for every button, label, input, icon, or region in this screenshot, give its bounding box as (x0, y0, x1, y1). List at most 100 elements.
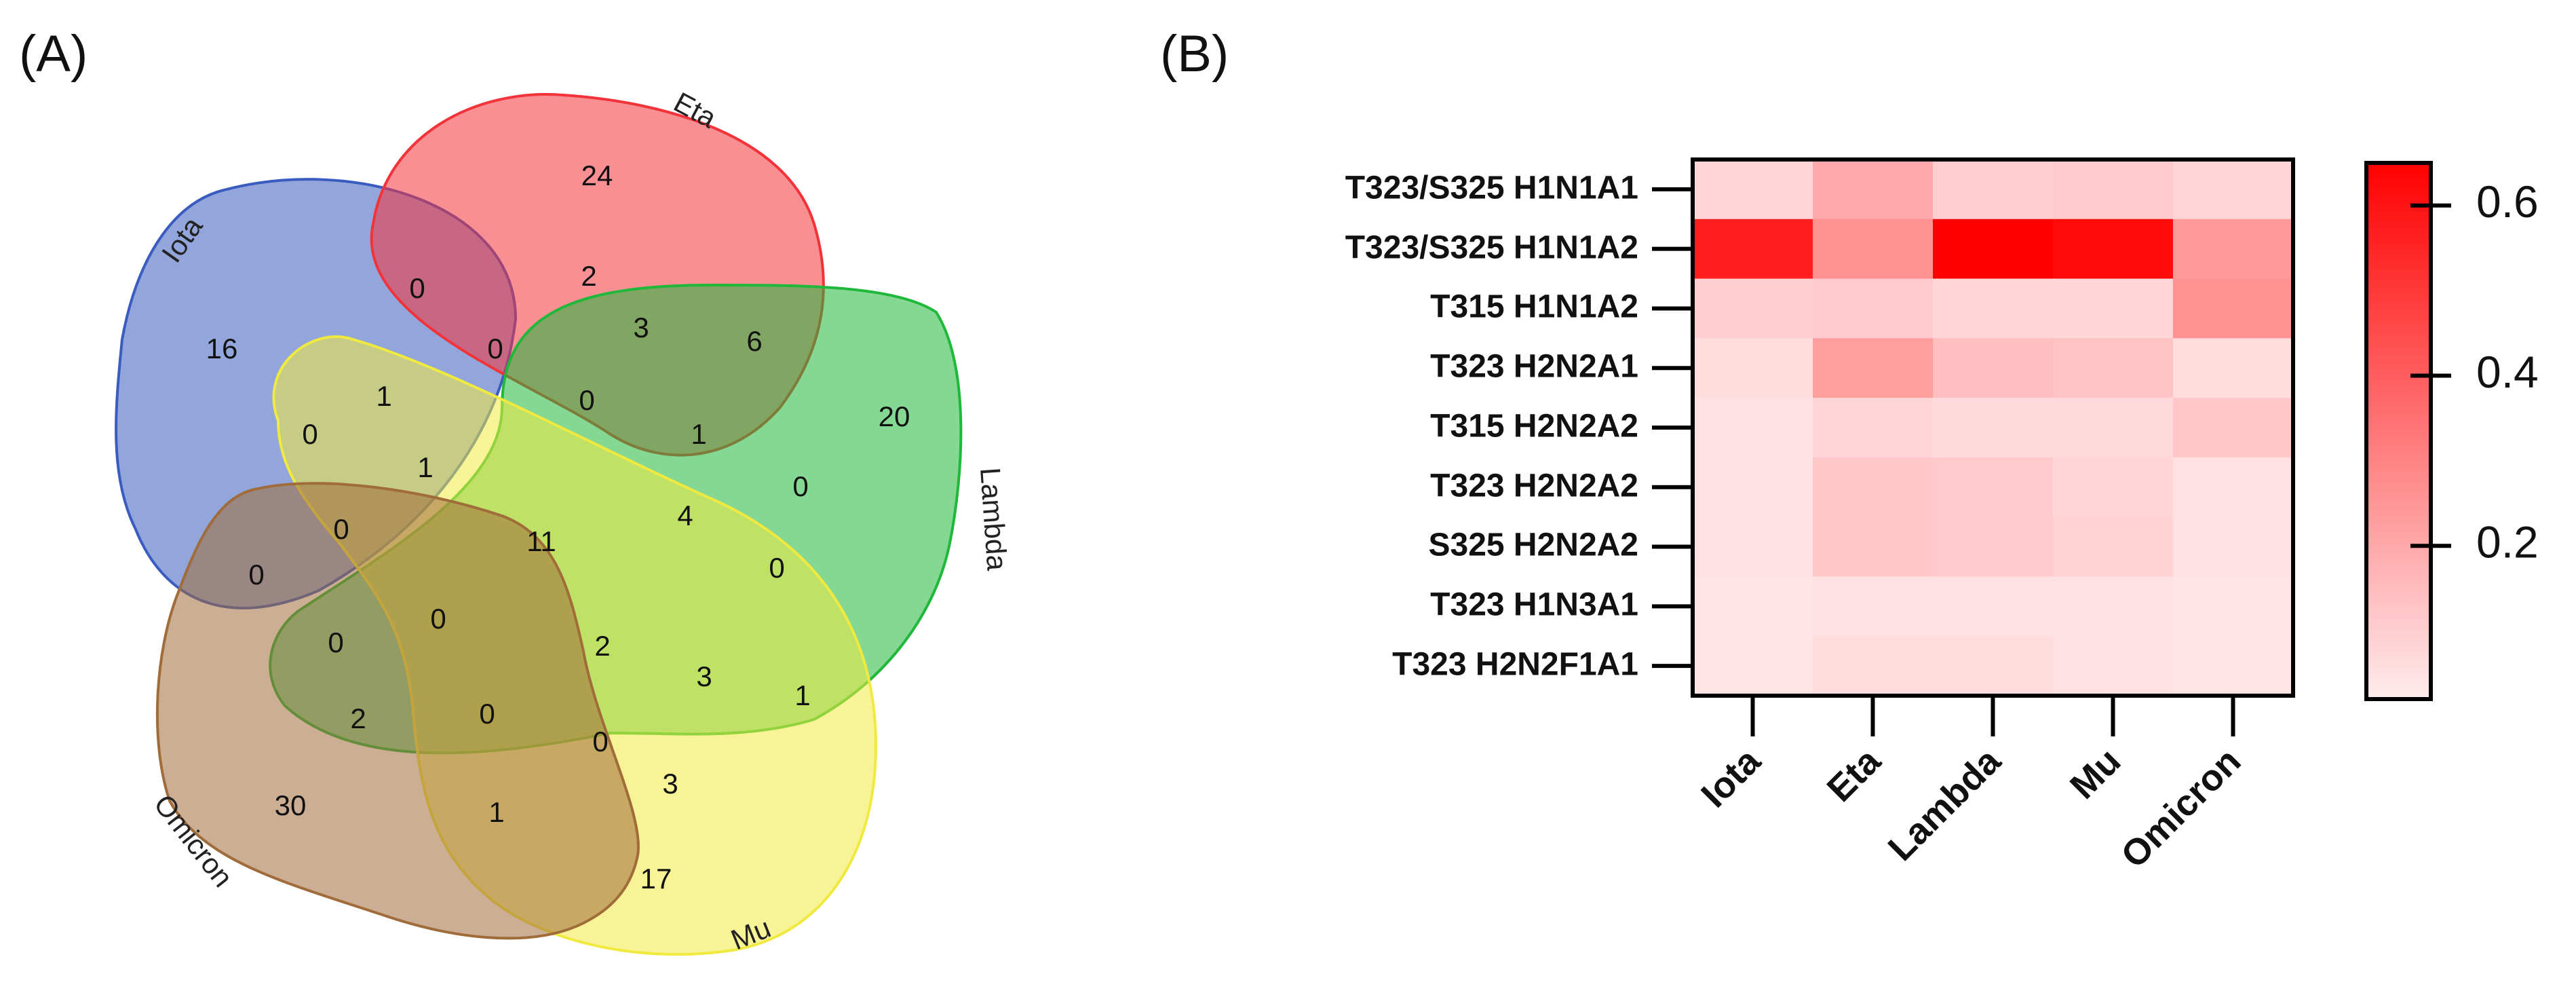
heatmap-cell (1933, 576, 2054, 637)
heatmap-cell (1933, 517, 2054, 577)
heatmap-cell (1933, 278, 2054, 339)
heatmap-cell (1933, 338, 2054, 398)
region-count: 0 (328, 626, 343, 658)
heatmap-cell (1813, 457, 1934, 518)
heatmap-cell (1813, 398, 1934, 458)
region-count: 20 (879, 400, 910, 432)
heatmap-cell (2173, 517, 2294, 577)
region-count: 0 (579, 384, 594, 416)
region-count: 1 (488, 796, 504, 828)
region-count: 3 (662, 768, 678, 800)
region-count: 0 (479, 698, 495, 730)
heatmap-cell (2173, 398, 2294, 458)
heatmap-cell (1933, 636, 2054, 696)
region-count: 1 (376, 380, 391, 412)
heatmap-cell (2053, 517, 2174, 577)
region-count: 2 (594, 630, 610, 662)
region-count: 0 (248, 559, 264, 590)
heatmap-cell (1933, 398, 2054, 458)
heatmap-cell (2053, 576, 2174, 637)
heatmap-cell (1813, 278, 1934, 339)
row-label: T323 H1N3A1 (1430, 587, 1638, 623)
row-label: T323 H2N2F1A1 (1392, 647, 1638, 683)
heatmap-cell (1933, 219, 2054, 280)
colorbar-ticks (2410, 203, 2451, 548)
heatmap-cell (2053, 457, 2174, 518)
heatmap-cell (2053, 219, 2174, 280)
region-count: 16 (206, 333, 238, 364)
heatmap-cell (2053, 278, 2174, 339)
heatmap-cells (1693, 159, 2294, 696)
panel-a-label: (A) (19, 25, 88, 83)
heatmap-cell (2173, 219, 2294, 280)
heatmap-cell (1693, 398, 1813, 458)
heatmap-cell (1693, 636, 1813, 696)
heatmap-cell (1693, 576, 1813, 637)
region-count: 3 (633, 312, 649, 343)
region-count: 0 (333, 513, 349, 545)
column-label: Iota (1693, 740, 1769, 815)
region-count: 0 (409, 272, 425, 304)
heatmap: T323/S325 H1N1A1 T323/S325 H1N1A2 T315 H… (1345, 157, 2295, 876)
heatmap-cell (1813, 576, 1934, 637)
region-count: 0 (769, 552, 784, 584)
column-label: Mu (2062, 740, 2129, 807)
heatmap-cell (1813, 517, 1934, 577)
heatmap-row-ticks (1652, 187, 1693, 669)
panel-b-label: (B) (1160, 25, 1229, 83)
heatmap-cell (2173, 338, 2294, 398)
region-count: 1 (691, 418, 706, 450)
heatmap-column-ticks (1750, 696, 2235, 736)
venn-region-counts: 24 0 16 2 3 6 0 0 1 20 0 1 1 0 0 0 11 4 … (206, 159, 910, 895)
row-label: S325 H2N2A2 (1428, 527, 1638, 563)
heatmap-cell (2173, 159, 2294, 220)
heatmap-cell (1693, 517, 1813, 577)
row-label: T323/S325 H1N1A1 (1345, 170, 1638, 206)
colorbar-tick-label: 0.2 (2476, 517, 2539, 567)
region-count: 1 (794, 679, 810, 711)
heatmap-cell (1693, 278, 1813, 339)
region-count: 17 (640, 863, 672, 895)
heatmap-cell (1813, 338, 1934, 398)
heatmap-cell (1813, 636, 1934, 696)
colorbar-tick-label: 0.4 (2476, 347, 2539, 397)
set-label-lambda: Lambda (974, 466, 1014, 571)
heatmap-cell (1813, 219, 1934, 280)
heatmap-cell (1813, 159, 1934, 220)
colorbar-tick-label: 0.6 (2476, 176, 2539, 227)
region-count: 0 (487, 333, 503, 364)
region-count: 2 (350, 702, 366, 734)
colorbar-gradient (2364, 161, 2433, 701)
region-count: 30 (275, 789, 307, 821)
row-label: T315 H1N1A2 (1430, 289, 1638, 325)
region-count: 0 (792, 470, 808, 502)
heatmap-cell (2053, 636, 2174, 696)
heatmap-cell (2173, 278, 2294, 339)
region-count: 11 (526, 525, 556, 557)
set-shape-omicron (155, 482, 640, 940)
heatmap-cell (2053, 398, 2174, 458)
heatmap-cell (2173, 636, 2294, 696)
row-label: T315 H2N2A2 (1430, 409, 1638, 445)
column-label: Eta (1820, 740, 1889, 810)
row-label: T323/S325 H1N1A2 (1345, 230, 1638, 266)
region-count: 0 (302, 418, 318, 450)
row-label: T323 H2N2A2 (1430, 468, 1638, 504)
heatmap-cell (1933, 159, 2054, 220)
heatmap-row-labels: T323/S325 H1N1A1 T323/S325 H1N1A2 T315 H… (1345, 170, 1638, 683)
region-count: 0 (592, 726, 608, 757)
colorbar: 0.2 0.4 0.6 (2364, 161, 2539, 701)
region-count: 24 (581, 159, 613, 191)
region-count: 4 (677, 500, 693, 531)
region-count: 3 (696, 660, 712, 692)
heatmap-cell (2173, 576, 2294, 637)
heatmap-cell (1693, 219, 1813, 280)
heatmap-cell (2173, 457, 2294, 518)
column-label: Omicron (2113, 740, 2248, 876)
venn-diagram (115, 93, 963, 956)
heatmap-cell (1693, 338, 1813, 398)
heatmap-cell (1693, 457, 1813, 518)
heatmap-cell (1933, 457, 2054, 518)
region-count: 6 (746, 325, 762, 357)
